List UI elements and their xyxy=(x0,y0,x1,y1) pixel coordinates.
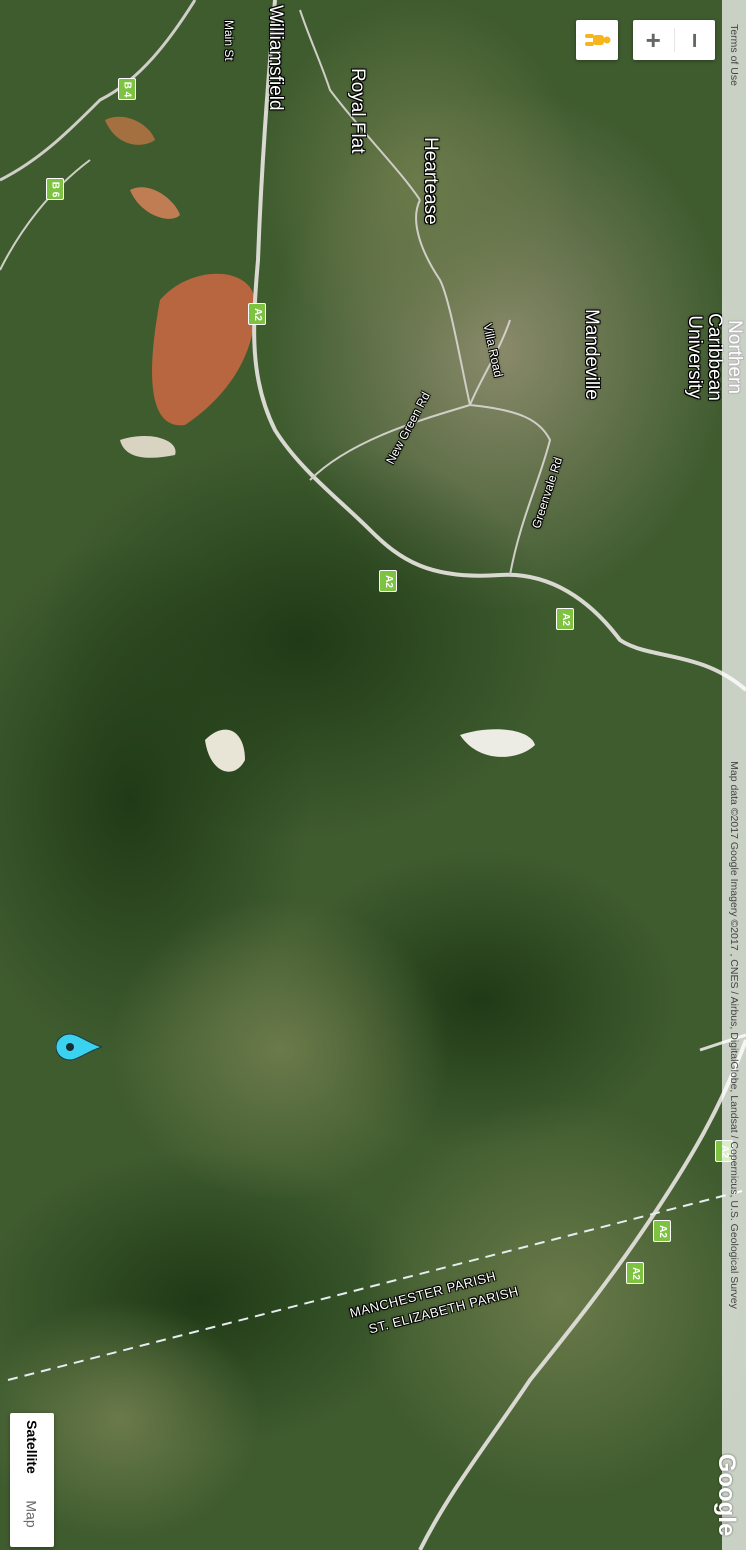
place-label-heartease: Heartease xyxy=(420,137,441,225)
attribution-bar: Map data ©2017 Google Imagery ©2017 , CN… xyxy=(722,0,746,1550)
route-shield-a2: A2 xyxy=(556,608,574,630)
zoom-control: + − xyxy=(633,20,715,60)
route-shield-a2: A2 xyxy=(626,1262,644,1284)
terms-of-use-link[interactable]: Terms of Use xyxy=(728,24,740,86)
google-logo: Google xyxy=(713,1453,740,1537)
route-shield-a2: A2 xyxy=(653,1220,671,1242)
place-label-mandeville: Mandeville xyxy=(581,309,602,400)
satellite-type-label: Satellite xyxy=(24,1419,41,1474)
route-shield-b6: B 6 xyxy=(46,178,64,200)
zoom-divider xyxy=(673,28,675,52)
map-type-button[interactable]: Map xyxy=(10,1480,54,1547)
route-shield-b4: B 4 xyxy=(118,78,136,100)
location-marker-icon[interactable] xyxy=(55,1032,104,1067)
attribution-text: Map data ©2017 Google Imagery ©2017 , CN… xyxy=(728,761,740,1309)
map-type-control: Satellite Map xyxy=(10,1413,54,1547)
pegman-icon xyxy=(585,34,611,46)
satellite-type-button[interactable]: Satellite xyxy=(10,1413,54,1480)
place-label-williamsfield: Williamsfield xyxy=(265,5,286,111)
zoom-out-label: − xyxy=(680,32,711,48)
street-view-pegman-control[interactable] xyxy=(576,20,618,60)
road-label-main-st: Main St xyxy=(222,20,236,61)
place-label-royal-flat: Royal Flat xyxy=(347,68,368,154)
route-shield-a2: A2 xyxy=(248,303,266,325)
zoom-out-button[interactable]: − xyxy=(675,20,716,60)
zoom-in-button[interactable]: + xyxy=(645,24,661,55)
map-type-label: Map xyxy=(23,1499,40,1528)
route-shield-a2: A2 xyxy=(379,570,397,592)
